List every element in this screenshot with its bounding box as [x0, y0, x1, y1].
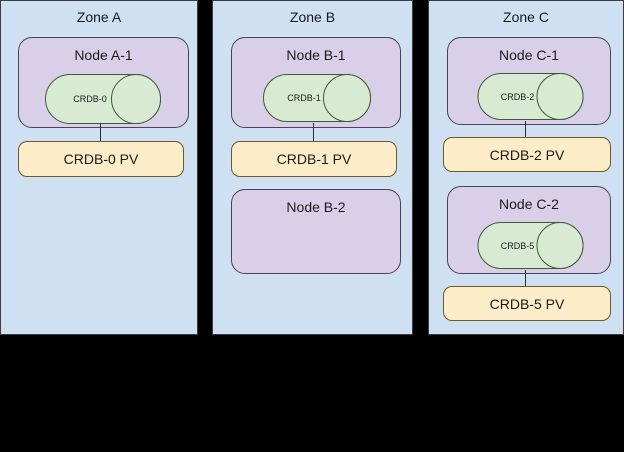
connector-node-b-1-to-crdb-1-pv: [313, 123, 314, 144]
zone-panel-c[interactable]: Zone C Node C-1 CRDB-2 CRDB-2 PV Node C-…: [428, 0, 624, 335]
node-box-c-1[interactable]: Node C-1 CRDB-2: [447, 37, 611, 125]
zone-b-title: Zone B: [289, 9, 336, 25]
database-cylinder-crdb-5[interactable]: CRDB-5: [477, 222, 584, 269]
node-box-b-2[interactable]: Node B-2: [231, 189, 401, 274]
node-b-2-title: Node B-2: [286, 199, 346, 215]
connector-node-c-2-to-crdb-5-pv: [525, 270, 526, 288]
pv-box-crdb-2[interactable]: CRDB-2 PV: [443, 137, 611, 172]
pv-box-crdb-1[interactable]: CRDB-1 PV: [231, 141, 397, 177]
node-b-1-title: Node B-1: [286, 47, 346, 63]
node-box-c-2[interactable]: Node C-2 CRDB-5: [447, 186, 611, 274]
pv-box-crdb-5[interactable]: CRDB-5 PV: [443, 286, 611, 321]
connector-node-a-1-to-crdb-0-pv: [100, 123, 101, 144]
node-c-1-title: Node C-1: [499, 47, 559, 63]
zone-c-title: Zone C: [503, 9, 549, 25]
zone-a-title: Zone A: [76, 9, 122, 25]
database-cylinder-crdb-2[interactable]: CRDB-2: [477, 73, 584, 120]
zone-panel-b[interactable]: Zone B Node B-1 CRDB-1 CRDB-1 PV Node B-…: [212, 0, 413, 335]
database-cylinder-crdb-0[interactable]: CRDB-0: [45, 74, 161, 124]
node-a-1-title: Node A-1: [74, 47, 133, 63]
node-box-a-1[interactable]: Node A-1 CRDB-0: [18, 37, 189, 128]
node-box-b-1[interactable]: Node B-1 CRDB-1: [231, 37, 401, 128]
node-c-2-title: Node C-2: [499, 196, 559, 212]
pv-box-crdb-0[interactable]: CRDB-0 PV: [18, 141, 184, 177]
database-cylinder-crdb-1[interactable]: CRDB-1: [263, 74, 371, 122]
connector-node-c-1-to-crdb-2-pv: [525, 121, 526, 139]
zone-panel-a[interactable]: Zone A Node A-1 CRDB-0 CRDB-0 PV: [0, 0, 198, 335]
